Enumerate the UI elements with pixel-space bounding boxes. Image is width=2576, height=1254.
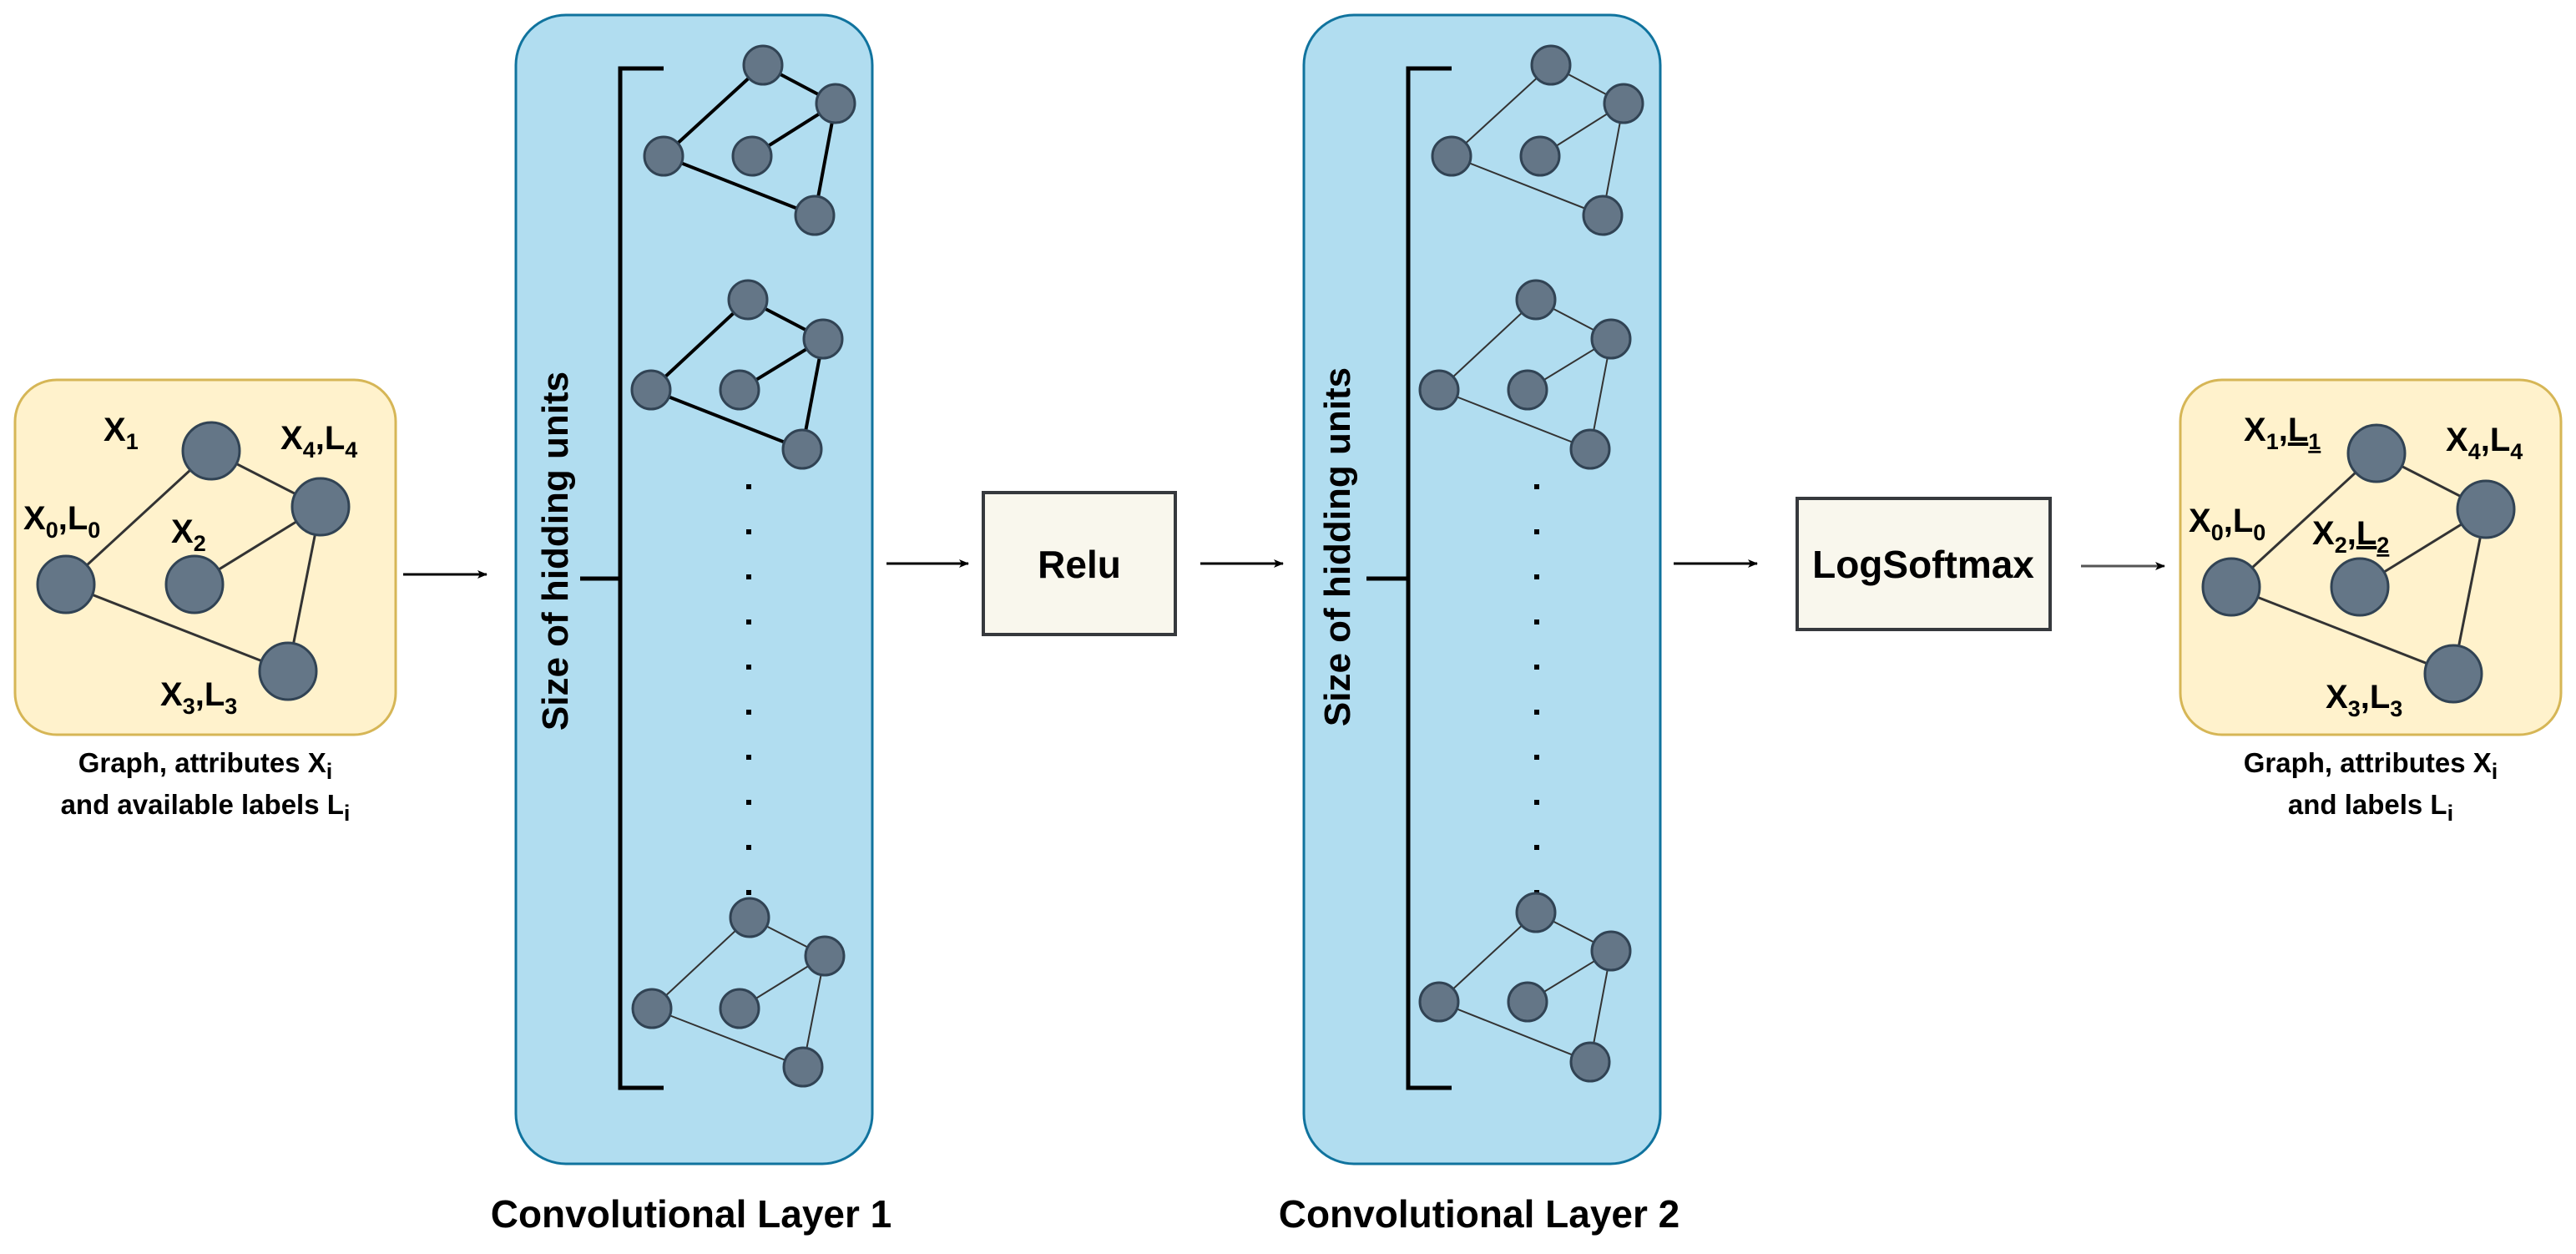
conv-layer-1-title: Convolutional Layer 1 <box>491 1192 892 1236</box>
out-label-x1: X1,L1 <box>2244 412 2321 454</box>
conv-layer-1-ellipsis <box>746 484 751 895</box>
node-x0 <box>36 554 96 614</box>
edge-x0-x1 <box>64 449 213 586</box>
conv-layer-1: Size of hidding units <box>491 13 892 1236</box>
conv-layer-2-side-label: Size of hidding units <box>1317 367 1358 726</box>
edge-x0-x3 <box>65 583 289 673</box>
out-label-x3: X3,L3 <box>2326 679 2402 721</box>
output-graph-background <box>2179 378 2563 736</box>
input-graph-caption-line1: Graph, attributes Xi <box>78 747 333 784</box>
label-x1: X1 <box>104 412 139 454</box>
logsoftmax-box <box>1796 497 2052 631</box>
relu-box <box>982 491 1177 636</box>
output-graph-nodes <box>2201 423 2516 704</box>
logsoftmax-label: LogSoftmax <box>1812 543 2034 586</box>
conv-layer-2-graph-2 <box>1418 279 1632 470</box>
conv-layer-1-panel <box>514 13 874 1166</box>
label-x2: X2 <box>171 513 206 556</box>
conv-layer-2-graph-1 <box>1431 44 1644 236</box>
node-x3 <box>258 641 318 701</box>
out-node-x3 <box>2423 644 2483 704</box>
conv-layer-2: Size of hidding units <box>1279 13 1680 1236</box>
input-graph-panel: X1 X4,L4 X0,L0 X2 X3,L3 Graph, attribute… <box>13 378 397 826</box>
conv-layer-1-side-label: Size of hidding units <box>535 372 576 731</box>
label-x0: X0,L0 <box>23 500 100 543</box>
conv-layer-1-bracket <box>580 66 664 1090</box>
conv-layer-2-panel <box>1302 13 1662 1166</box>
conv-layer-1-graph-1 <box>643 44 856 236</box>
output-graph-caption-line2: and labels Li <box>2288 789 2453 826</box>
output-graph-caption-line1: Graph, attributes Xi <box>2244 747 2498 784</box>
out-node-x0 <box>2201 557 2261 617</box>
conv-layer-1-graph-2 <box>630 279 844 470</box>
out-label-x0: X0,L0 <box>2189 503 2265 545</box>
input-graph-caption-line2: and available labels Li <box>61 789 351 826</box>
out-node-x2 <box>2330 557 2390 617</box>
label-x4: X4,L4 <box>280 420 357 463</box>
node-x4 <box>290 477 351 537</box>
input-graph-nodes <box>36 421 351 701</box>
output-graph-panel: X1,L1 X4,L4 X0,L0 X2,L2 X3,L3 Graph, att… <box>2179 378 2563 826</box>
out-label-x4: X4,L4 <box>2446 422 2523 464</box>
out-node-x4 <box>2456 479 2516 539</box>
conv-layer-2-graph-3 <box>1418 892 1632 1083</box>
relu-block: Relu <box>982 491 1177 636</box>
out-node-x1 <box>2346 423 2407 483</box>
node-x1 <box>181 421 241 481</box>
conv-layer-2-title: Convolutional Layer 2 <box>1279 1192 1680 1236</box>
logsoftmax-block: LogSoftmax <box>1796 497 2052 631</box>
conv-layer-2-ellipsis <box>1534 484 1539 895</box>
out-label-x2: X2,L2 <box>2312 515 2389 558</box>
label-x3: X3,L3 <box>160 676 237 719</box>
conv-layer-2-bracket <box>1366 66 1452 1090</box>
flow-arrows <box>403 559 2165 579</box>
relu-label: Relu <box>1038 543 1121 586</box>
node-x2 <box>164 554 225 614</box>
conv-layer-1-graph-3 <box>631 897 846 1088</box>
